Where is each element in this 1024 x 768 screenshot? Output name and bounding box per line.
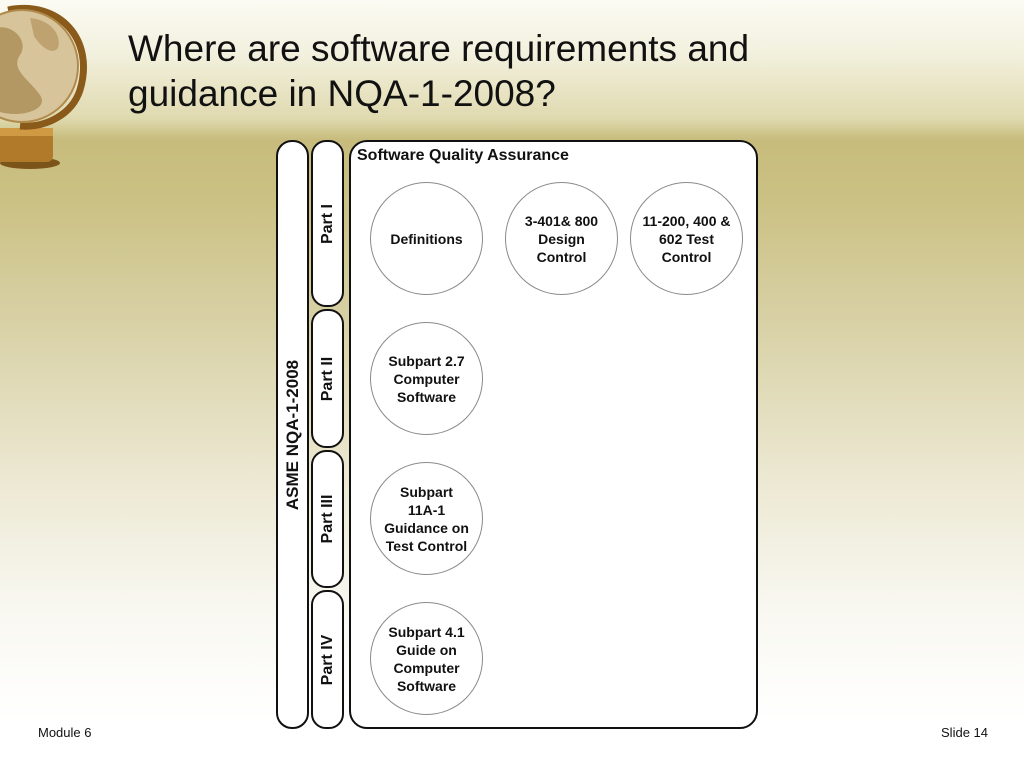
asme-nqa-bar: ASME NQA-1-2008: [276, 140, 309, 729]
part-i-bar: Part I: [311, 140, 344, 307]
page-title: Where are software requirements and guid…: [128, 28, 750, 114]
test-control-node: 11-200, 400 & 602 Test Control: [630, 182, 743, 295]
part-ii-bar: Part II: [311, 309, 344, 448]
part-iv-bar: Part IV: [311, 590, 344, 729]
subpart-2-7-label: Subpart 2.7 Computer Software: [388, 352, 465, 405]
design-control-label: 3-401& 800 Design Control: [524, 212, 599, 265]
subpart-2-7-node: Subpart 2.7 Computer Software: [370, 322, 483, 435]
subpart-4-1-label: Subpart 4.1 Guide on Computer Software: [388, 623, 465, 694]
subpart-11a-1-node: Subpart 11A-1 Guidance on Test Control: [370, 462, 483, 575]
sqa-title: Software Quality Assurance: [357, 147, 569, 164]
part-iii-bar: Part III: [311, 450, 344, 588]
part-ii-label: Part II: [318, 356, 336, 401]
definitions-node: Definitions: [370, 182, 483, 295]
asme-nqa-label: ASME NQA-1-2008: [282, 359, 302, 510]
design-control-node: 3-401& 800 Design Control: [505, 182, 618, 295]
globe-icon: [0, 5, 87, 169]
subpart-4-1-node: Subpart 4.1 Guide on Computer Software: [370, 602, 483, 715]
footer-module: Module 6: [38, 725, 92, 740]
test-control-label: 11-200, 400 & 602 Test Control: [642, 212, 731, 265]
part-iv-label: Part IV: [318, 634, 336, 685]
part-iii-label: Part III: [318, 494, 336, 544]
part-i-label: Part I: [318, 203, 336, 244]
subpart-11a-1-label: Subpart 11A-1 Guidance on Test Control: [384, 483, 469, 554]
definitions-label: Definitions: [390, 230, 463, 247]
footer-slide-number: Slide 14: [941, 725, 988, 740]
